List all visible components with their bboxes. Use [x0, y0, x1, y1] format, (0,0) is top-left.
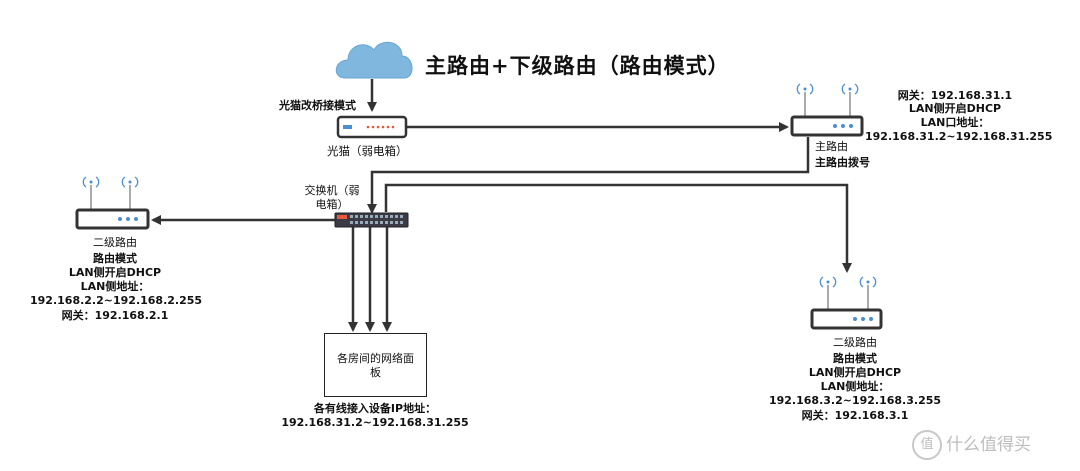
right-router-mode: 路由模式: [833, 352, 877, 365]
room-network-panel: 各房间的网络面板: [324, 333, 427, 397]
diagram-title: 主路由+下级路由（路由模式）: [425, 53, 730, 78]
wifi-signal-icon: [796, 83, 859, 95]
main-router-lan-range: 192.168.31.2~192.168.31.255: [865, 130, 1053, 143]
switch-to-right-router-line: [384, 183, 852, 273]
main-router-gateway: 网关：192.168.31.1: [897, 89, 1013, 102]
modem-icon: [336, 115, 408, 139]
room-panel-label: 各房间的网络面板: [337, 352, 414, 379]
right-router-icon: [810, 276, 883, 330]
watermark-text: 什么值得买: [946, 435, 1031, 455]
right-router-name: 二级路由: [833, 336, 877, 349]
main-router-lan-label: LAN口地址：: [920, 116, 990, 129]
left-router-mode: 路由模式: [93, 252, 137, 265]
left-router-name: 二级路由: [93, 236, 137, 249]
left-router-dhcp: LAN侧开启DHCP: [68, 266, 162, 279]
wifi-signal-icon: [819, 276, 877, 288]
watermark-logo-icon: 值: [912, 430, 942, 460]
modem-mode-label: 光猫改桥接模式: [279, 99, 356, 112]
main-router-name: 主路由: [815, 140, 848, 153]
room-panel-ip-label: 各有线接入设备IP地址：: [313, 402, 437, 415]
switch-name-line-2: 电箱）: [315, 198, 349, 211]
main-router-to-switch-line: [367, 137, 810, 214]
left-router-lan-range: 192.168.2.2~192.168.2.255: [30, 294, 203, 307]
cloud-icon: [335, 41, 413, 79]
wifi-signal-icon: [82, 176, 139, 188]
room-panel-ip-range: 192.168.31.2~192.168.31.255: [281, 416, 469, 429]
left-router-icon: [75, 176, 150, 230]
main-router-dhcp: LAN侧开启DHCP: [908, 102, 1002, 115]
right-router-lan-range: 192.168.3.2~192.168.3.255: [768, 394, 942, 407]
watermark: 值什么值得买: [912, 430, 1031, 460]
left-router-lan-label: LAN侧地址：: [80, 280, 150, 293]
right-router-lan-label: LAN侧地址：: [820, 380, 890, 393]
main-router-icon: [790, 83, 864, 137]
right-router-gateway: 网关：192.168.3.1: [801, 409, 909, 422]
modem-name-label: 光猫（弱电箱）: [327, 144, 408, 158]
left-router-gateway: 网关：192.168.2.1: [61, 309, 169, 322]
switch-name-line-1: 交换机（弱: [304, 184, 360, 197]
right-router-dhcp: LAN侧开启DHCP: [808, 366, 902, 379]
main-router-dial: 主路由拨号: [815, 156, 870, 169]
connection-lines: [151, 79, 852, 332]
switch-icon: [334, 212, 409, 228]
